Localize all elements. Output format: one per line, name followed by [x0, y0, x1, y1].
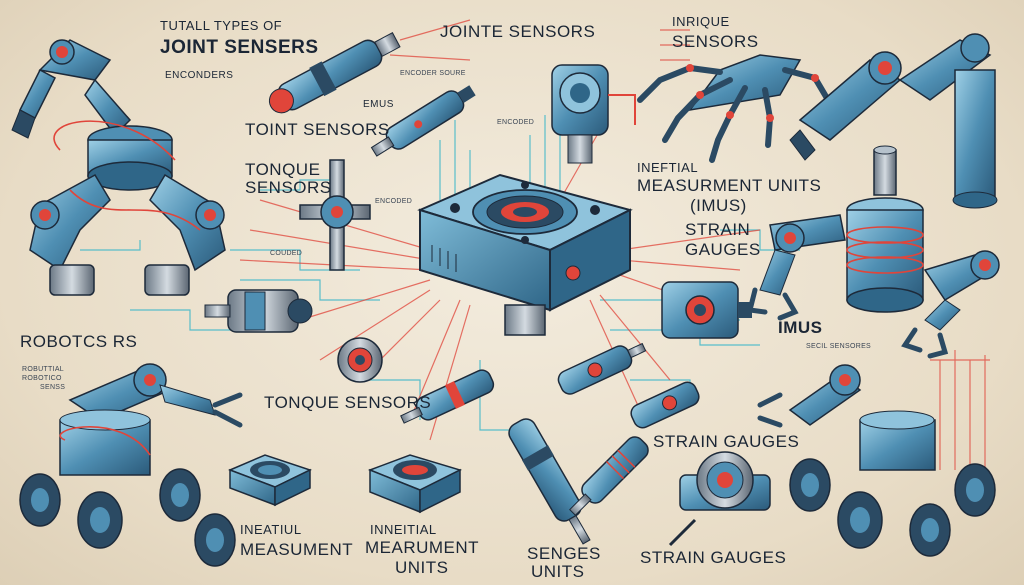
label-robutial-1: ROBUTTIAL — [22, 366, 64, 373]
label-robutial-3: SENSS — [40, 384, 66, 391]
label-jointe-sensors: JOINTE SENSORS — [440, 22, 596, 41]
label-strain-2: GAUGES — [685, 240, 761, 259]
label-ineftial-1: INEFTIAL — [637, 160, 699, 175]
label-ineftial-2: MEASURMENT UNITS — [637, 176, 822, 195]
label-inrique-1: INRIQUE — [672, 14, 730, 29]
strain-gauge-housing — [661, 281, 752, 339]
label-encoders: ENCONDERS — [165, 70, 234, 81]
imu-chip-left — [227, 454, 312, 507]
label-emus: EMUS — [363, 99, 394, 110]
small-cylinder-sensors — [400, 281, 752, 429]
mobile-robot-left — [19, 363, 243, 567]
label-encoder-soure: ENCODER SOURE — [400, 70, 466, 77]
label-robutial-2: ROBOTICO — [22, 375, 62, 382]
label-ineftial-3: (IMUS) — [690, 196, 747, 215]
robotic-hand — [637, 54, 831, 163]
encoder-cylinders-top — [268, 32, 636, 164]
label-senges-2: UNITS — [531, 562, 585, 581]
label-inrique-2: SENSORS — [672, 32, 759, 51]
label-couded: COUDED — [270, 250, 303, 257]
encoder-housing-top — [551, 64, 636, 164]
title-line-2: JOINT SENSERS — [160, 37, 319, 58]
label-secil-sensores: SECIL SENSORES — [806, 343, 872, 350]
central-sensor-block — [417, 173, 633, 336]
label-toint-sensors: TOINT SENSORS — [245, 120, 390, 139]
label-imus: IMUS — [778, 318, 823, 337]
label-robotcs: ROBOTCS RS — [20, 332, 138, 351]
label-tonque-2: SENSORS — [245, 178, 332, 197]
gripper-arm-right — [746, 214, 1000, 359]
label-ineritial-2: MEARUMENT — [365, 538, 480, 557]
label-strain-gauges-mid: STRAIN GAUGES — [653, 432, 800, 451]
title-line-1: TUTALL TYPES OF — [160, 18, 283, 33]
label-strain-gauges-bottom: STRAIN GAUGES — [640, 548, 787, 567]
imu-chip-right — [367, 454, 463, 514]
probe-sensor — [508, 418, 649, 545]
label-ineatiul-2: MEASUMENT — [240, 540, 354, 559]
gear-encoder — [337, 337, 383, 383]
label-encoded-2: ENCODED — [375, 198, 413, 205]
motor-encoder-left — [204, 289, 313, 333]
robot-arm-top-left — [11, 39, 226, 296]
torque-sensor-cylinder — [846, 145, 924, 313]
mobile-robot-right — [757, 364, 996, 557]
label-ineatiul-1: INEATIUL — [240, 522, 302, 537]
label-tonque-sensors: TONQUE SENSORS — [264, 393, 432, 412]
robot-arm-right — [789, 33, 998, 209]
strain-gauge-assembly — [668, 451, 771, 547]
cross-torque-sensor — [299, 159, 371, 271]
label-ineritial-3: UNITS — [395, 558, 449, 577]
label-senges-1: SENGES — [527, 544, 601, 563]
label-ineritial-1: INNEITIAL — [370, 522, 437, 537]
label-strain-1: STRAIN — [685, 220, 751, 239]
label-encoded: ENCODED — [497, 119, 535, 126]
label-tonque-1: TONQUE — [245, 160, 321, 179]
